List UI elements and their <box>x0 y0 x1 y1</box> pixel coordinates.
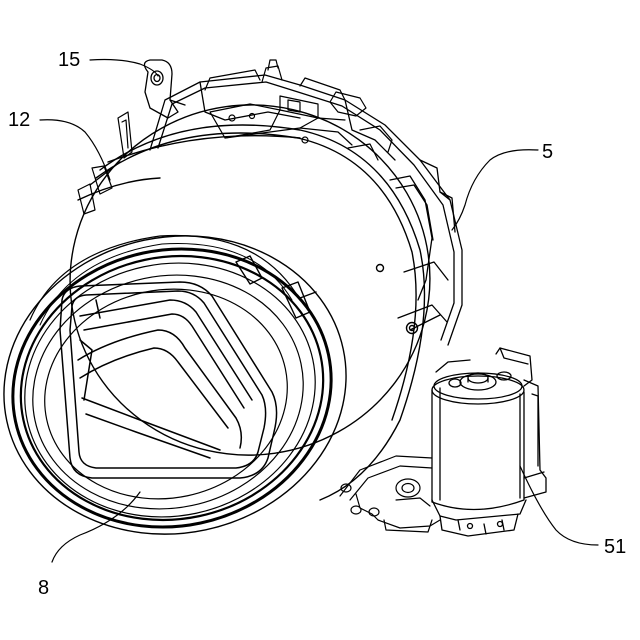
base-gears <box>340 456 440 532</box>
motor-assembly <box>432 348 546 536</box>
ref-label-15: 15 <box>58 49 80 71</box>
top-mechanism <box>205 60 392 160</box>
lens-window <box>60 282 277 478</box>
left-clip <box>78 112 132 214</box>
front-rings <box>0 204 374 565</box>
ref-label-51: 51 <box>604 536 626 558</box>
ref-label-12: 12 <box>8 109 30 131</box>
ref-label-8: 8 <box>38 577 49 599</box>
leader-12 <box>40 120 110 180</box>
leader-5 <box>452 150 538 230</box>
ref-label-5: 5 <box>542 141 553 163</box>
leader-51 <box>520 466 598 545</box>
